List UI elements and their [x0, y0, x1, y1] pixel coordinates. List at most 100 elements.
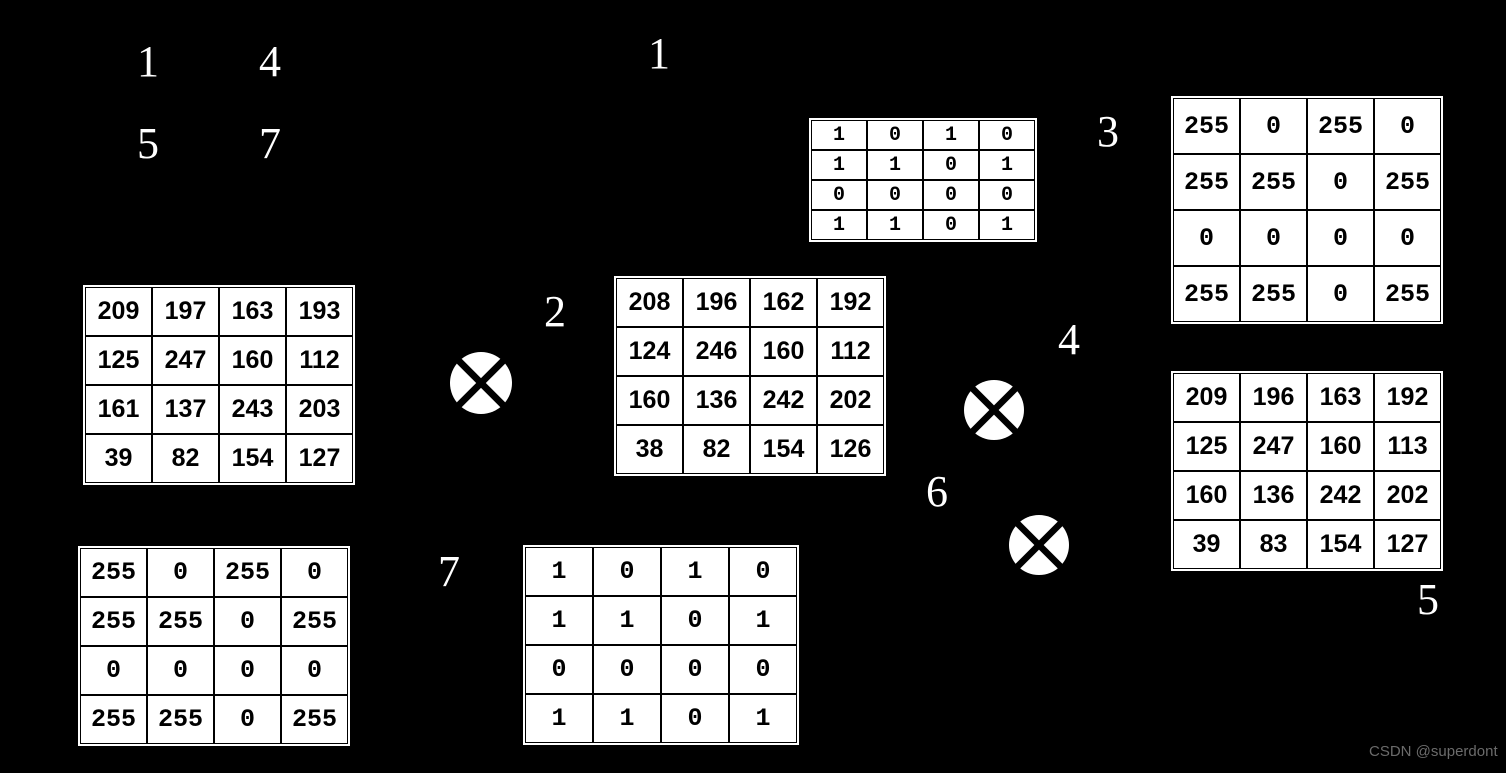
- matrix-cell: 197: [152, 287, 219, 336]
- label-5-botright: 5: [1417, 575, 1439, 624]
- matrix-cell: 208: [616, 278, 683, 327]
- matrix-cell: 1: [729, 596, 797, 645]
- matrix-cell: 242: [750, 376, 817, 425]
- matrix-cell: 255: [1173, 154, 1240, 210]
- label-6-mid: 6: [926, 467, 948, 516]
- matrix-cell: 0: [661, 596, 729, 645]
- matrix-cell: 124: [616, 327, 683, 376]
- matrix-cell: 125: [1173, 422, 1240, 471]
- matrix-cell: 126: [817, 425, 884, 474]
- matrix-cell: 193: [286, 287, 353, 336]
- matrix-cell: 127: [286, 434, 353, 483]
- matrix-cell: 0: [867, 120, 923, 150]
- matrix-cell: 154: [219, 434, 286, 483]
- matrix-cell: 255: [214, 548, 281, 597]
- matrix-cell: 0: [1173, 210, 1240, 266]
- matrix-cell: 0: [80, 646, 147, 695]
- matrix-cell: 0: [593, 645, 661, 694]
- label-7-topleft: 7: [259, 119, 281, 168]
- multiply-operator-icon: [964, 380, 1024, 440]
- matrix-cell: 0: [729, 547, 797, 596]
- matrix-cell: 0: [923, 150, 979, 180]
- matrix-cell: 1: [867, 210, 923, 240]
- matrix-cell: 136: [683, 376, 750, 425]
- matrix-cell: 0: [281, 646, 348, 695]
- matrix-cell: 192: [817, 278, 884, 327]
- matrix-cell: 82: [152, 434, 219, 483]
- matrix-cell: 0: [979, 180, 1035, 210]
- matrix-cell: 38: [616, 425, 683, 474]
- matrix-cell: 255: [1307, 98, 1374, 154]
- matrix-cell: 1: [729, 694, 797, 743]
- matrix-cell: 82: [683, 425, 750, 474]
- matrix-cell: 0: [729, 645, 797, 694]
- matrix-cell: 0: [1307, 210, 1374, 266]
- matrix-cell: 242: [1307, 471, 1374, 520]
- matrix-cell: 0: [281, 548, 348, 597]
- matrix-cell: 1: [593, 596, 661, 645]
- matrix-cell: 247: [152, 336, 219, 385]
- matrix-cell: 0: [979, 120, 1035, 150]
- matrix-cell: 162: [750, 278, 817, 327]
- label-1-topleft: 1: [137, 37, 159, 86]
- matrix-cell: 154: [1307, 520, 1374, 569]
- matrix-cell: 137: [152, 385, 219, 434]
- matrix-cell: 255: [1374, 154, 1441, 210]
- matrix-cell: 0: [147, 646, 214, 695]
- matrix-cell: 0: [525, 645, 593, 694]
- matrix-cell: 160: [1307, 422, 1374, 471]
- matrix-cell: 255: [281, 597, 348, 646]
- matrix-cell: 39: [1173, 520, 1240, 569]
- matrix-cell: 255: [1173, 98, 1240, 154]
- matrix-cell: 1: [923, 120, 979, 150]
- matrix-cell: 112: [286, 336, 353, 385]
- label-7-botleft: 7: [438, 547, 460, 596]
- matrix-cell: 1: [811, 210, 867, 240]
- matrix-cell: 112: [817, 327, 884, 376]
- matrix-cell: 0: [1374, 210, 1441, 266]
- matrix-cell: 0: [923, 180, 979, 210]
- matrix-cell: 83: [1240, 520, 1307, 569]
- matrix-cell: 0: [867, 180, 923, 210]
- matrix-cell: 1: [979, 210, 1035, 240]
- matrix-cell: 0: [214, 695, 281, 744]
- matrix-cell: 196: [1240, 373, 1307, 422]
- matrix-cell: 0: [1240, 210, 1307, 266]
- label-1-topmid: 1: [648, 29, 670, 78]
- matrix-cell: 255: [80, 695, 147, 744]
- matrix-cell: 0: [1307, 266, 1374, 322]
- matrix-cell: 255: [147, 695, 214, 744]
- matrix-cell: 202: [1374, 471, 1441, 520]
- matrix-cell: 160: [1173, 471, 1240, 520]
- matrix-cell: 1: [811, 120, 867, 150]
- matrix-cell: 136: [1240, 471, 1307, 520]
- matrix-cell: 255: [80, 597, 147, 646]
- matrix-cell: 160: [616, 376, 683, 425]
- matrix-cell: 163: [1307, 373, 1374, 422]
- matrix-cell: 163: [219, 287, 286, 336]
- matrix-cell: 203: [286, 385, 353, 434]
- matrix-cell: 0: [593, 547, 661, 596]
- matrix-cell: 209: [85, 287, 152, 336]
- matrix-cell: 113: [1374, 422, 1441, 471]
- matrix-cell: 192: [1374, 373, 1441, 422]
- matrix-cell: 0: [1240, 98, 1307, 154]
- matrix-cell: 209: [1173, 373, 1240, 422]
- multiply-operator-icon: [450, 352, 512, 414]
- matrix-cell: 255: [281, 695, 348, 744]
- matrix-cell: 0: [214, 597, 281, 646]
- label-2-mid: 2: [544, 287, 566, 336]
- label-5-topleft: 5: [137, 119, 159, 168]
- label-4-mid: 4: [1058, 315, 1080, 364]
- matrix-cell: 161: [85, 385, 152, 434]
- matrix-cell: 247: [1240, 422, 1307, 471]
- matrix-cell: 0: [1307, 154, 1374, 210]
- matrix-cell: 255: [1240, 266, 1307, 322]
